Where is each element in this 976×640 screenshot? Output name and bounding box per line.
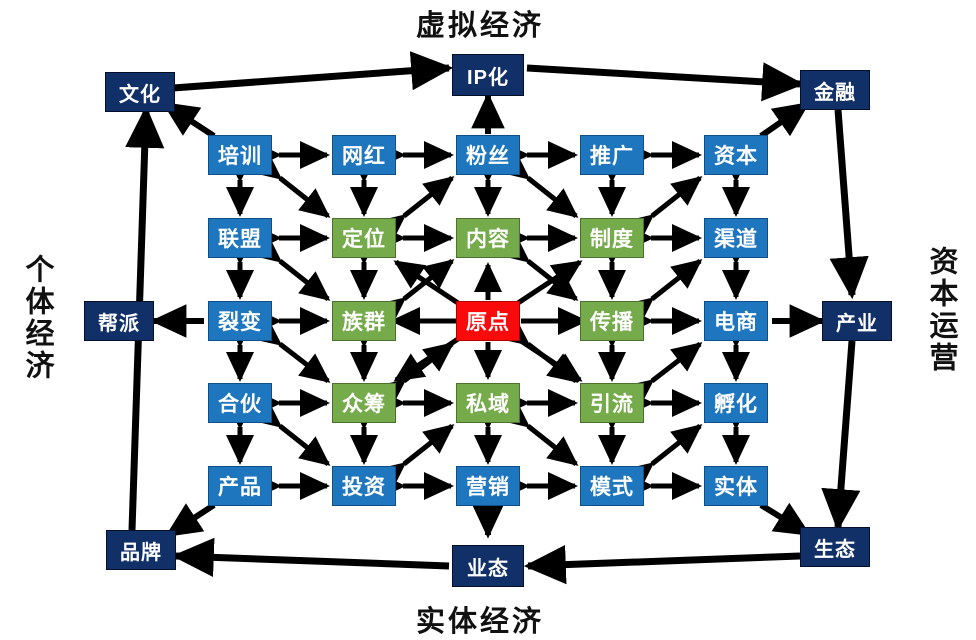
grid-node-qudao[interactable]: 渠道 xyxy=(704,218,768,258)
grid-node-neirong[interactable]: 内容 xyxy=(456,218,520,258)
grid-node-yuandian[interactable]: 原点 xyxy=(456,301,520,341)
grid-node-siyu[interactable]: 私域 xyxy=(456,383,520,423)
grid-node-ziben[interactable]: 资本 xyxy=(704,135,768,175)
outer-node-industry[interactable]: 产业 xyxy=(822,301,892,341)
title-individual-economy: 个体经济 xyxy=(21,254,53,382)
grid-node-moshi[interactable]: 模式 xyxy=(580,466,644,506)
grid-node-liebian[interactable]: 裂变 xyxy=(208,301,272,341)
grid-node-chuanbo[interactable]: 传播 xyxy=(580,301,644,341)
grid-node-zuqun[interactable]: 族群 xyxy=(332,301,396,341)
grid-node-zhidu[interactable]: 制度 xyxy=(580,218,644,258)
grid-node-dingwei[interactable]: 定位 xyxy=(332,218,396,258)
outer-node-finance[interactable]: 金融 xyxy=(800,70,870,110)
outer-node-ecology[interactable]: 生态 xyxy=(800,527,870,567)
outer-node-brand[interactable]: 品牌 xyxy=(106,530,176,570)
outer-node-culture[interactable]: 文化 xyxy=(105,72,175,112)
grid-node-tuiguang[interactable]: 推广 xyxy=(580,135,644,175)
grid-node-fuhua[interactable]: 孵化 xyxy=(704,383,768,423)
title-real-economy: 实体经济 xyxy=(416,606,545,638)
grid-node-touzi[interactable]: 投资 xyxy=(332,466,396,506)
grid-node-chanpin[interactable]: 产品 xyxy=(208,466,272,506)
title-capital-operation: 资本运营 xyxy=(925,246,957,374)
outer-node-format[interactable]: 业态 xyxy=(452,545,524,587)
grid-node-wanghong[interactable]: 网红 xyxy=(332,135,396,175)
grid-node-shiti[interactable]: 实体 xyxy=(704,466,768,506)
grid-node-yingxiao[interactable]: 营销 xyxy=(456,466,520,506)
grid-node-zhongchou[interactable]: 众筹 xyxy=(332,383,396,423)
grid-node-dianshang[interactable]: 电商 xyxy=(704,301,768,341)
title-virtual-economy: 虚拟经济 xyxy=(416,10,545,42)
grid-node-yinliu[interactable]: 引流 xyxy=(580,383,644,423)
outer-node-gang[interactable]: 帮派 xyxy=(84,301,154,341)
grid-node-hehuo[interactable]: 合伙 xyxy=(208,383,272,423)
grid-node-peixun[interactable]: 培训 xyxy=(208,135,272,175)
grid-node-lianmeng[interactable]: 联盟 xyxy=(208,218,272,258)
outer-node-ip[interactable]: IP化 xyxy=(452,54,524,96)
grid-node-fensi[interactable]: 粉丝 xyxy=(456,135,520,175)
